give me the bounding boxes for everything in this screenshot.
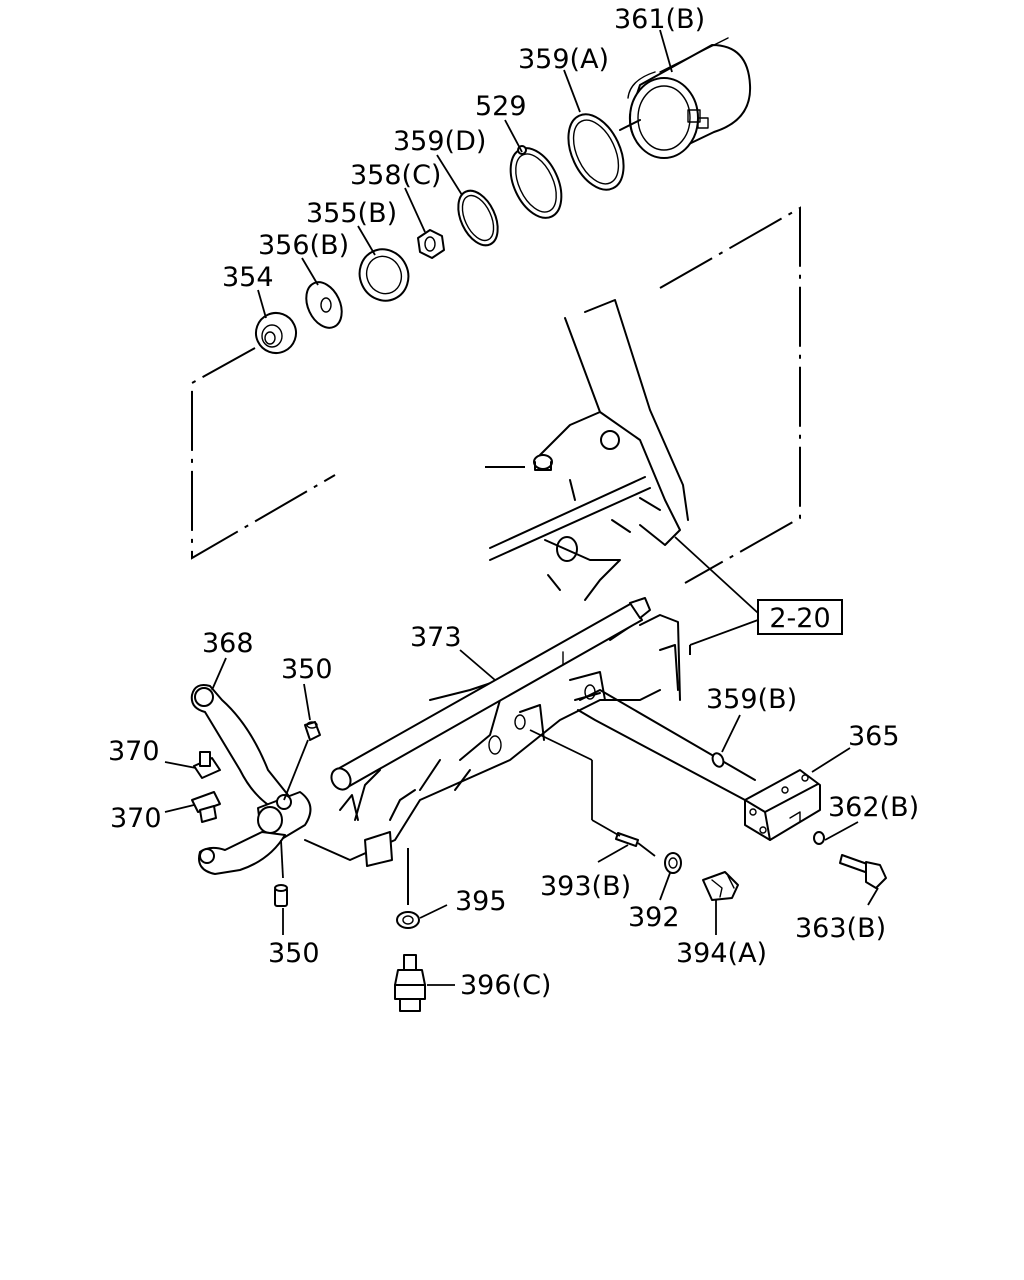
label-529: 529 [475, 91, 527, 122]
label-361b: 361(B) [614, 4, 705, 35]
label-354: 354 [222, 262, 274, 293]
part-393b-pin [615, 832, 639, 847]
part-370-key-lower [191, 791, 221, 823]
leader-lines [164, 29, 879, 986]
part-350-set-screw-top [304, 721, 321, 741]
part-394a-switch [702, 871, 739, 901]
label-370-lower: 370 [110, 803, 162, 834]
part-529-snap-ring [509, 145, 563, 219]
part-368-shift-fork [190, 684, 312, 875]
label-350-bottom: 350 [268, 938, 320, 969]
part-395-washer [396, 911, 420, 929]
part-356b-plate [305, 281, 343, 329]
label-373: 373 [410, 622, 462, 653]
part-358c-nut [417, 229, 445, 259]
label-359a: 359(A) [518, 44, 609, 75]
part-370-key-upper [193, 751, 221, 779]
label-365: 365 [848, 721, 900, 752]
part-labels: 361(B) 359(A) 529 359(D) 358(C) 355(B) 3… [108, 4, 919, 1001]
part-359d-o-ring [457, 189, 499, 247]
part-362b-washer [813, 831, 825, 845]
label-363b: 363(B) [795, 913, 886, 944]
label-358c: 358(C) [350, 160, 441, 191]
part-363b-bolt [839, 854, 887, 889]
label-396c: 396(C) [460, 970, 551, 1001]
part-354-seal [255, 312, 297, 354]
label-394a: 394(A) [676, 938, 767, 969]
part-361b-cylinder [619, 37, 752, 159]
reference-label: 2-20 [769, 603, 830, 634]
label-359b: 359(B) [706, 684, 797, 715]
label-359d: 359(D) [393, 126, 486, 157]
part-373-shift-rod [330, 597, 651, 791]
part-355b-bushing [358, 248, 410, 302]
label-370-upper: 370 [108, 736, 160, 767]
label-362b: 362(B) [828, 792, 919, 823]
label-355b: 355(B) [306, 198, 397, 229]
shift-housing [304, 614, 681, 867]
assembly-frame [191, 206, 801, 905]
part-350-set-screw-bottom [274, 884, 288, 907]
reference-box-2-20: 2-20 [674, 536, 843, 646]
part-359b-o-ring [711, 752, 725, 768]
label-395: 395 [455, 886, 507, 917]
part-359a-o-ring [567, 113, 625, 191]
transmission-housing [489, 299, 689, 601]
label-368: 368 [202, 628, 254, 659]
part-396c-sensor [394, 954, 426, 1012]
label-392: 392 [628, 902, 680, 933]
part-392-washer [664, 852, 682, 874]
label-393b: 393(B) [540, 871, 631, 902]
label-350-top: 350 [281, 654, 333, 685]
label-356b: 356(B) [258, 230, 349, 261]
part-365-end-block [577, 689, 821, 841]
